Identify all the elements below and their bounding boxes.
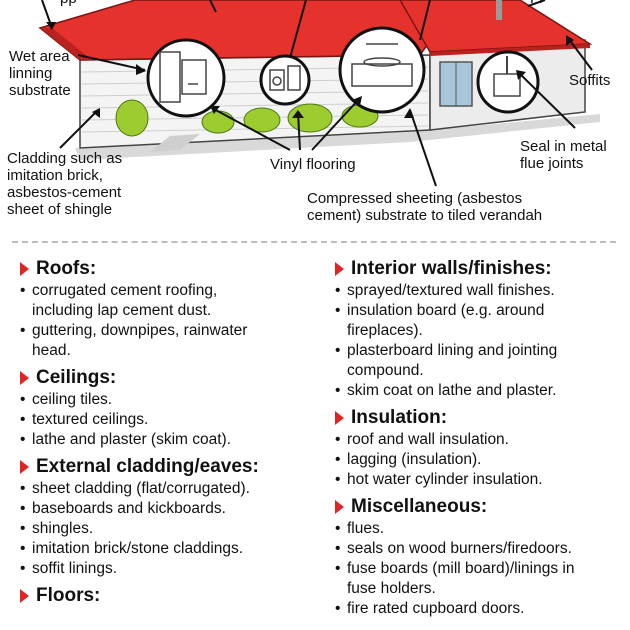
caret-right-icon xyxy=(20,371,29,385)
leader-lines xyxy=(41,0,593,187)
left-column: Roofs:corrugated cement roofing, includi… xyxy=(18,258,318,613)
list-item: guttering, downpipes, rainwater head. xyxy=(18,321,318,361)
list-item: roof and wall insulation. xyxy=(333,430,625,450)
section-heading: External cladding/eaves: xyxy=(18,456,318,478)
leader-arrowheads xyxy=(46,22,574,118)
list-item: hot water cylinder insulation. xyxy=(333,470,625,490)
list-item: plasterboard lining and jointing compoun… xyxy=(333,341,625,381)
flue xyxy=(496,0,502,20)
list-item: lagging (insulation). xyxy=(333,450,625,470)
section-external-cladding-eaves: External cladding/eaves:sheet cladding (… xyxy=(18,456,318,579)
section-ceilings: Ceilings:ceiling tiles.textured ceilings… xyxy=(18,367,318,450)
caret-right-icon xyxy=(335,262,344,276)
callout-soffits: Soffits xyxy=(569,72,611,89)
callout-cladding: Cladding such as imitation brick, asbest… xyxy=(7,150,123,218)
right-column: Interior walls/finishes:sprayed/textured… xyxy=(333,258,625,625)
section-title: Ceilings: xyxy=(36,367,117,388)
section-title: Miscellaneous: xyxy=(351,496,488,517)
item-list: sprayed/textured wall finishes.insulatio… xyxy=(333,281,625,401)
list-item: baseboards and kickboards. xyxy=(18,499,318,519)
section-roofs: Roofs:corrugated cement roofing, includi… xyxy=(18,258,318,361)
inset-kitchen-wall xyxy=(146,38,226,118)
list-item: soffit linings. xyxy=(18,559,318,579)
inset-kitchen xyxy=(338,26,426,114)
list-item: flues. xyxy=(333,519,625,539)
section-interior-walls-finishes: Interior walls/finishes:sprayed/textured… xyxy=(333,258,625,401)
list-item: corrugated cement roofing, including lap… xyxy=(18,281,318,321)
list-item: fuse boards (mill board)/linings in fuse… xyxy=(333,559,625,599)
inset-laundry xyxy=(259,54,311,106)
callout-seal-flue: Seal in metal flue joints xyxy=(520,138,607,172)
item-list: ceiling tiles.textured ceilings.lathe an… xyxy=(18,390,318,450)
section-heading: Interior walls/finishes: xyxy=(333,258,625,280)
section-heading: Miscellaneous: xyxy=(333,496,625,518)
caret-right-icon xyxy=(20,589,29,603)
item-list: corrugated cement roofing, including lap… xyxy=(18,281,318,361)
list-item: lathe and plaster (skim coat). xyxy=(18,430,318,450)
list-item: ceiling tiles. xyxy=(18,390,318,410)
ground-shadow xyxy=(75,114,600,160)
callout-vinyl-flooring: Vinyl flooring xyxy=(270,156,356,173)
list-item: insulation board (e.g. around fireplaces… xyxy=(333,301,625,341)
list-item: fire rated cupboard doors. xyxy=(333,599,625,619)
callout-top-left-fragment: pp xyxy=(60,0,77,7)
section-title: Interior walls/finishes: xyxy=(351,258,552,279)
section-heading: Insulation: xyxy=(333,407,625,429)
caret-right-icon xyxy=(335,411,344,425)
caret-right-icon xyxy=(335,500,344,514)
section-heading: Roofs: xyxy=(18,258,318,280)
section-title: Floors: xyxy=(36,585,101,606)
list-item: textured ceilings. xyxy=(18,410,318,430)
list-item: seals on wood burners/firedoors. xyxy=(333,539,625,559)
item-list: sheet cladding (flat/corrugated).baseboa… xyxy=(18,479,318,579)
callout-top-right-fragment: Fl xyxy=(530,0,543,7)
house-diagram: pp Fl Wet area linning substrate Soffits… xyxy=(0,0,630,240)
roof-edge xyxy=(40,28,92,60)
caret-right-icon xyxy=(20,262,29,276)
list-item: sprayed/textured wall finishes. xyxy=(333,281,625,301)
list-item: imitation brick/stone claddings. xyxy=(18,539,318,559)
section-heading: Floors: xyxy=(18,585,318,607)
item-list: flues.seals on wood burners/firedoors.fu… xyxy=(333,519,625,619)
section-title: Insulation: xyxy=(351,407,448,428)
section-miscellaneous: Miscellaneous:flues.seals on wood burner… xyxy=(333,496,625,619)
section-floors: Floors: xyxy=(18,585,318,607)
section-divider xyxy=(12,241,616,243)
list-item: skim coat on lathe and plaster. xyxy=(333,381,625,401)
section-insulation: Insulation:roof and wall insulation.lagg… xyxy=(333,407,625,490)
item-list: roof and wall insulation.lagging (insula… xyxy=(333,430,625,490)
section-title: External cladding/eaves: xyxy=(36,456,259,477)
caret-right-icon xyxy=(20,460,29,474)
list-item: shingles. xyxy=(18,519,318,539)
section-title: Roofs: xyxy=(36,258,97,279)
list-item: sheet cladding (flat/corrugated). xyxy=(18,479,318,499)
callout-wet-area: Wet area linning substrate xyxy=(9,48,71,99)
inset-woodburner xyxy=(476,50,540,114)
house-illustration xyxy=(38,0,600,187)
callout-compressed-sheeting: Compressed sheeting (asbestos cement) su… xyxy=(307,190,543,224)
section-heading: Ceilings: xyxy=(18,367,318,389)
